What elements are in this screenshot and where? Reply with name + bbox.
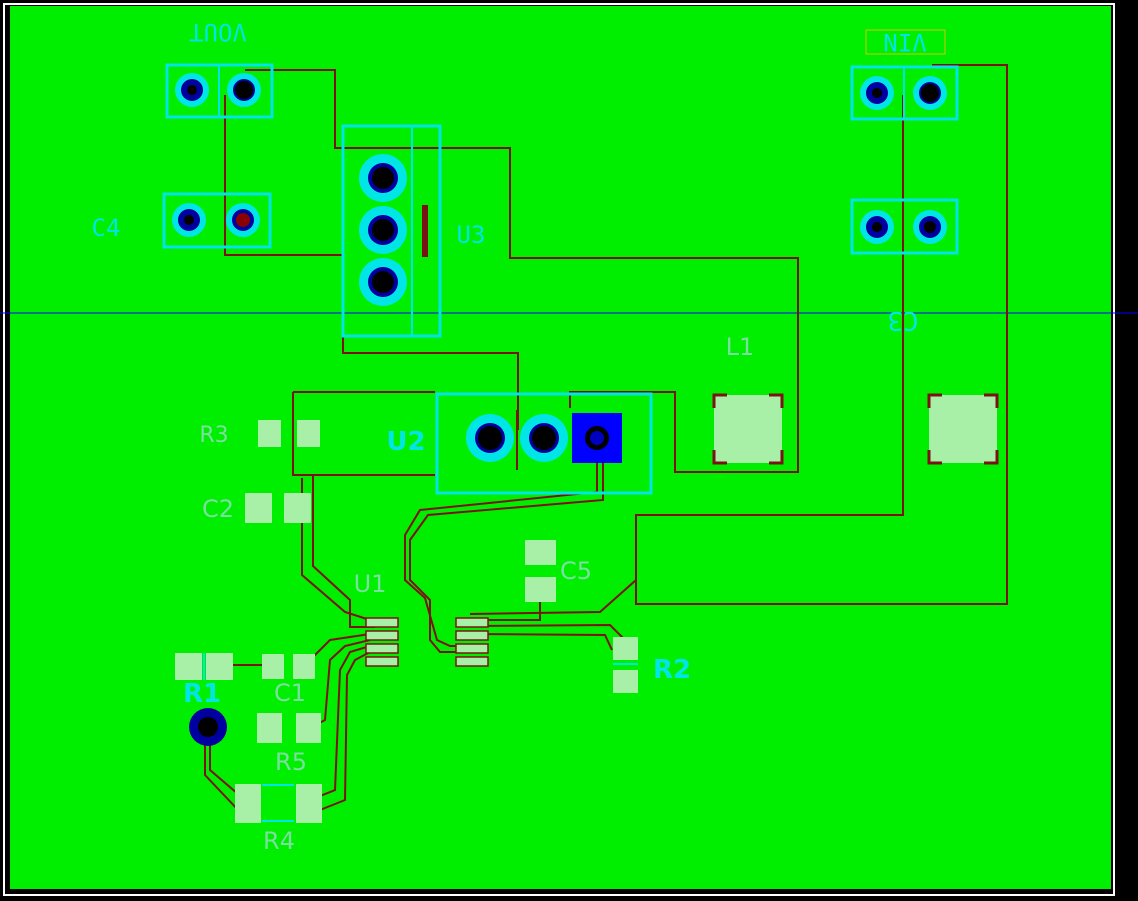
c2-pad-1[interactable] bbox=[245, 493, 272, 523]
l1-label: L1 bbox=[726, 333, 755, 361]
c3-capacitor[interactable] bbox=[850, 198, 959, 255]
trace bbox=[319, 651, 371, 811]
u3-outline bbox=[341, 124, 442, 338]
u1-pin[interactable] bbox=[455, 617, 489, 628]
c4-outline bbox=[162, 192, 272, 249]
c3-label: C3 bbox=[887, 305, 918, 335]
c5-pad-2[interactable] bbox=[525, 577, 556, 602]
c4-capacitor[interactable] bbox=[162, 192, 272, 249]
trace bbox=[301, 478, 371, 621]
r3-resistor[interactable] bbox=[258, 420, 320, 447]
r5-pad-1[interactable] bbox=[257, 713, 282, 743]
u3-pad-3[interactable] bbox=[359, 258, 407, 306]
r2-pad-1[interactable] bbox=[613, 637, 638, 660]
r4-label: R4 bbox=[263, 827, 295, 855]
u1-ic[interactable] bbox=[365, 617, 489, 667]
u1-pin[interactable] bbox=[365, 643, 399, 654]
c2-pad-2[interactable] bbox=[284, 493, 311, 523]
c4-pad-1[interactable] bbox=[172, 203, 206, 237]
r4-pad-2[interactable] bbox=[296, 784, 322, 823]
r5-pad-2[interactable] bbox=[296, 713, 321, 743]
u2-pad-1[interactable] bbox=[466, 414, 514, 462]
c1-pad-2[interactable] bbox=[293, 654, 315, 679]
vin-pad-1[interactable] bbox=[860, 76, 894, 110]
trace bbox=[292, 392, 435, 476]
u1-label: U1 bbox=[354, 570, 387, 598]
vout-label: VOUT bbox=[189, 18, 247, 46]
r1-resistor[interactable] bbox=[175, 653, 233, 680]
u3-label: U3 bbox=[457, 221, 486, 249]
c3-outline bbox=[850, 198, 959, 255]
u3-tab-trace bbox=[422, 205, 428, 257]
r4-resistor[interactable] bbox=[235, 784, 322, 823]
u1-pin[interactable] bbox=[365, 630, 399, 641]
vout-connector[interactable] bbox=[165, 63, 274, 119]
c5-label: C5 bbox=[560, 557, 592, 585]
trace bbox=[469, 623, 626, 641]
vout-pad-2[interactable] bbox=[227, 73, 261, 107]
u1-pin[interactable] bbox=[365, 656, 399, 667]
r2-label: R2 bbox=[653, 655, 691, 685]
r5-label: R5 bbox=[275, 748, 307, 776]
u3-pad-1[interactable] bbox=[359, 154, 407, 202]
c3-pad-1[interactable] bbox=[860, 210, 894, 244]
u3-pad-2[interactable] bbox=[359, 206, 407, 254]
trace bbox=[409, 440, 604, 653]
l1-inductor[interactable] bbox=[712, 393, 999, 465]
r3-pad-1[interactable] bbox=[258, 420, 281, 447]
l1-pad-2[interactable] bbox=[929, 395, 997, 463]
trace bbox=[469, 633, 613, 651]
c1-label: C1 bbox=[274, 679, 306, 707]
c1-pad-1[interactable] bbox=[262, 654, 284, 679]
vin-label-box bbox=[865, 29, 946, 55]
u2-transistor[interactable] bbox=[435, 392, 653, 495]
u1-pin[interactable] bbox=[455, 630, 489, 641]
u2-label: U2 bbox=[386, 427, 425, 457]
u2-pad-2[interactable] bbox=[520, 414, 568, 462]
vin-pad-2[interactable] bbox=[913, 76, 947, 110]
u1-pin[interactable] bbox=[455, 656, 489, 667]
board-edge bbox=[3, 3, 1115, 896]
r3-label: R3 bbox=[199, 423, 228, 448]
r2-resistor[interactable] bbox=[613, 637, 638, 693]
c5-capacitor[interactable] bbox=[525, 540, 556, 602]
c2-capacitor[interactable] bbox=[245, 493, 311, 523]
vin-label: VIN bbox=[883, 28, 926, 56]
r2-pad-2[interactable] bbox=[613, 670, 638, 693]
l1-pad-1[interactable] bbox=[714, 395, 782, 463]
r3-pad-2[interactable] bbox=[297, 420, 320, 447]
u2-pad-3-selected[interactable] bbox=[572, 413, 622, 463]
trace bbox=[635, 64, 1008, 605]
r4-pad-1[interactable] bbox=[235, 784, 261, 823]
c2-label: C2 bbox=[202, 495, 234, 523]
u3-regulator[interactable] bbox=[341, 124, 442, 338]
r5-resistor[interactable] bbox=[257, 713, 321, 743]
trace bbox=[312, 475, 375, 628]
trace bbox=[469, 579, 637, 615]
via[interactable] bbox=[189, 708, 227, 746]
r1-pad-2[interactable] bbox=[206, 653, 233, 680]
c5-pad-1[interactable] bbox=[525, 540, 556, 565]
l1-pad-2-corners bbox=[927, 393, 999, 465]
trace bbox=[224, 95, 343, 256]
u1-pin[interactable] bbox=[365, 617, 399, 628]
trace bbox=[245, 69, 799, 473]
c4-label: C4 bbox=[92, 214, 121, 242]
vout-pad-1[interactable] bbox=[175, 73, 209, 107]
trace bbox=[309, 645, 371, 801]
trace bbox=[404, 440, 598, 647]
c1-capacitor[interactable] bbox=[262, 654, 315, 679]
l1-pad-1-corners bbox=[712, 393, 784, 465]
r1-pad-1[interactable] bbox=[175, 653, 202, 680]
u2-outline bbox=[435, 392, 653, 495]
r1-label: R1 bbox=[183, 679, 221, 709]
vin-connector[interactable] bbox=[850, 65, 959, 121]
c4-pad-2[interactable] bbox=[226, 203, 260, 237]
u1-pin[interactable] bbox=[455, 643, 489, 654]
c3-pad-2[interactable] bbox=[913, 210, 947, 244]
